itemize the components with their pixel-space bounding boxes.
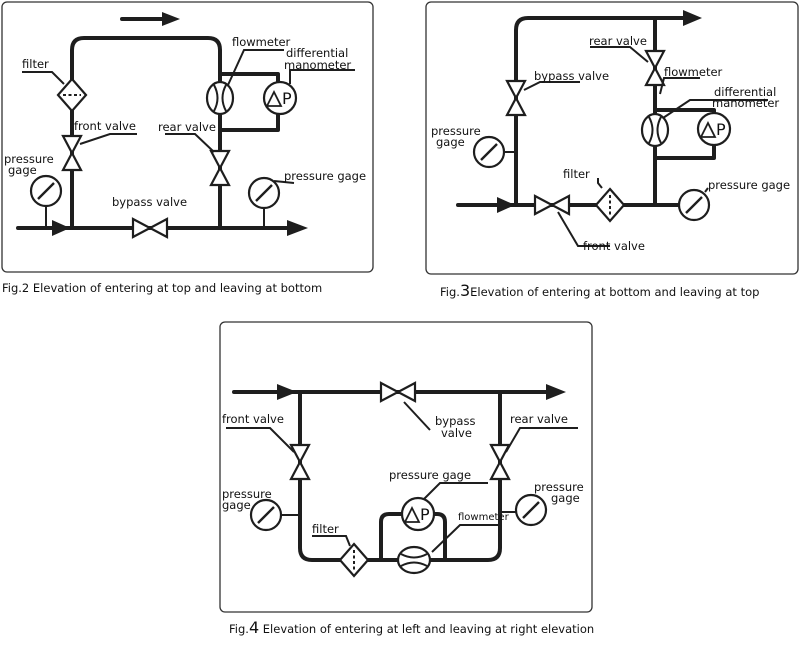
flowmeter-icon	[205, 80, 235, 116]
label-front-valve: front valve	[74, 119, 136, 133]
flowmeter-icon	[640, 112, 670, 148]
outlet-arrow-icon	[287, 220, 308, 236]
label-filter: filter	[312, 522, 339, 536]
label-pressure: pressure	[431, 124, 481, 138]
label-rear-valve: rear valve	[589, 34, 647, 48]
inlet-arrow-icon	[277, 384, 297, 400]
label-gage: gage	[8, 163, 37, 177]
main-pipe	[70, 36, 222, 230]
label-rear-valve: rear valve	[158, 120, 216, 134]
pressure-gage-icon	[249, 498, 283, 532]
p-symbol: P	[716, 120, 726, 139]
pressure-gage-icon	[677, 188, 711, 222]
label-gage: gage	[436, 135, 465, 149]
pressure-gage-icon	[514, 493, 548, 527]
label-pressure: pressure	[4, 152, 54, 166]
figure-2-diagram: P filter front valve rear valve flowmete…	[1, 1, 374, 273]
label-gage: gage	[551, 491, 580, 505]
inlet-arrow-icon	[497, 197, 515, 213]
label-manometer: manometer	[284, 58, 351, 72]
outlet-arrow-icon	[683, 10, 702, 26]
label-flowmeter: flowmeter	[664, 65, 723, 79]
label-bypass-valve: bypass valve	[534, 69, 609, 83]
label-pressure-gage: pressure gage	[389, 468, 471, 482]
pressure-gage-icon	[29, 174, 63, 208]
figure-2-frame	[1, 1, 374, 273]
label-pressure: pressure	[534, 480, 584, 494]
caption-fig3: Fig.3Elevation of entering at bottom and…	[440, 281, 759, 300]
label-rear-valve: rear valve	[510, 412, 568, 426]
figure-4-diagram: P front valve bypass valve rear valve pr…	[219, 321, 593, 613]
label-flowmeter: flowmeter	[232, 35, 291, 49]
label-differential: differential	[714, 85, 776, 99]
label-manometer: manometer	[712, 96, 779, 110]
label-filter: filter	[563, 167, 590, 181]
outlet-arrow-icon	[546, 384, 566, 400]
label-flowmeter: flowmeter	[458, 512, 510, 523]
label-bypass-valve: bypass valve	[112, 195, 187, 209]
caption-fig4: Fig.4 Elevation of entering at left and …	[229, 618, 594, 637]
label-bypass: bypass	[435, 414, 475, 428]
label-gage: gage	[222, 498, 251, 512]
label-pressure: pressure	[222, 487, 272, 501]
caption-fig2: Fig.2 Elevation of entering at top and l…	[2, 281, 322, 295]
pressure-gage-icon	[247, 176, 281, 210]
p-symbol: P	[282, 89, 292, 108]
pressure-gage-icon	[472, 135, 506, 169]
label-valve: valve	[441, 426, 472, 440]
flow-arrow-icon	[162, 12, 180, 26]
differential-manometer-icon: P	[262, 80, 298, 116]
label-front-valve: front valve	[222, 412, 284, 426]
label-filter: filter	[22, 57, 49, 71]
flowmeter-icon	[396, 545, 432, 575]
label-front-valve: front valve	[583, 239, 645, 253]
label-differential: differential	[286, 46, 348, 60]
label-pressure-gage: pressure gage	[284, 169, 366, 183]
inlet-arrow-icon	[52, 220, 70, 236]
label-pressure-gage: pressure gage	[708, 178, 790, 192]
differential-manometer-icon: P	[400, 496, 436, 532]
differential-manometer-icon: P	[696, 111, 732, 147]
main-pipe	[514, 16, 692, 207]
figure-3-diagram: P bypass valve rear valve flowmeter diff…	[425, 1, 799, 275]
p-symbol: P	[420, 505, 430, 524]
